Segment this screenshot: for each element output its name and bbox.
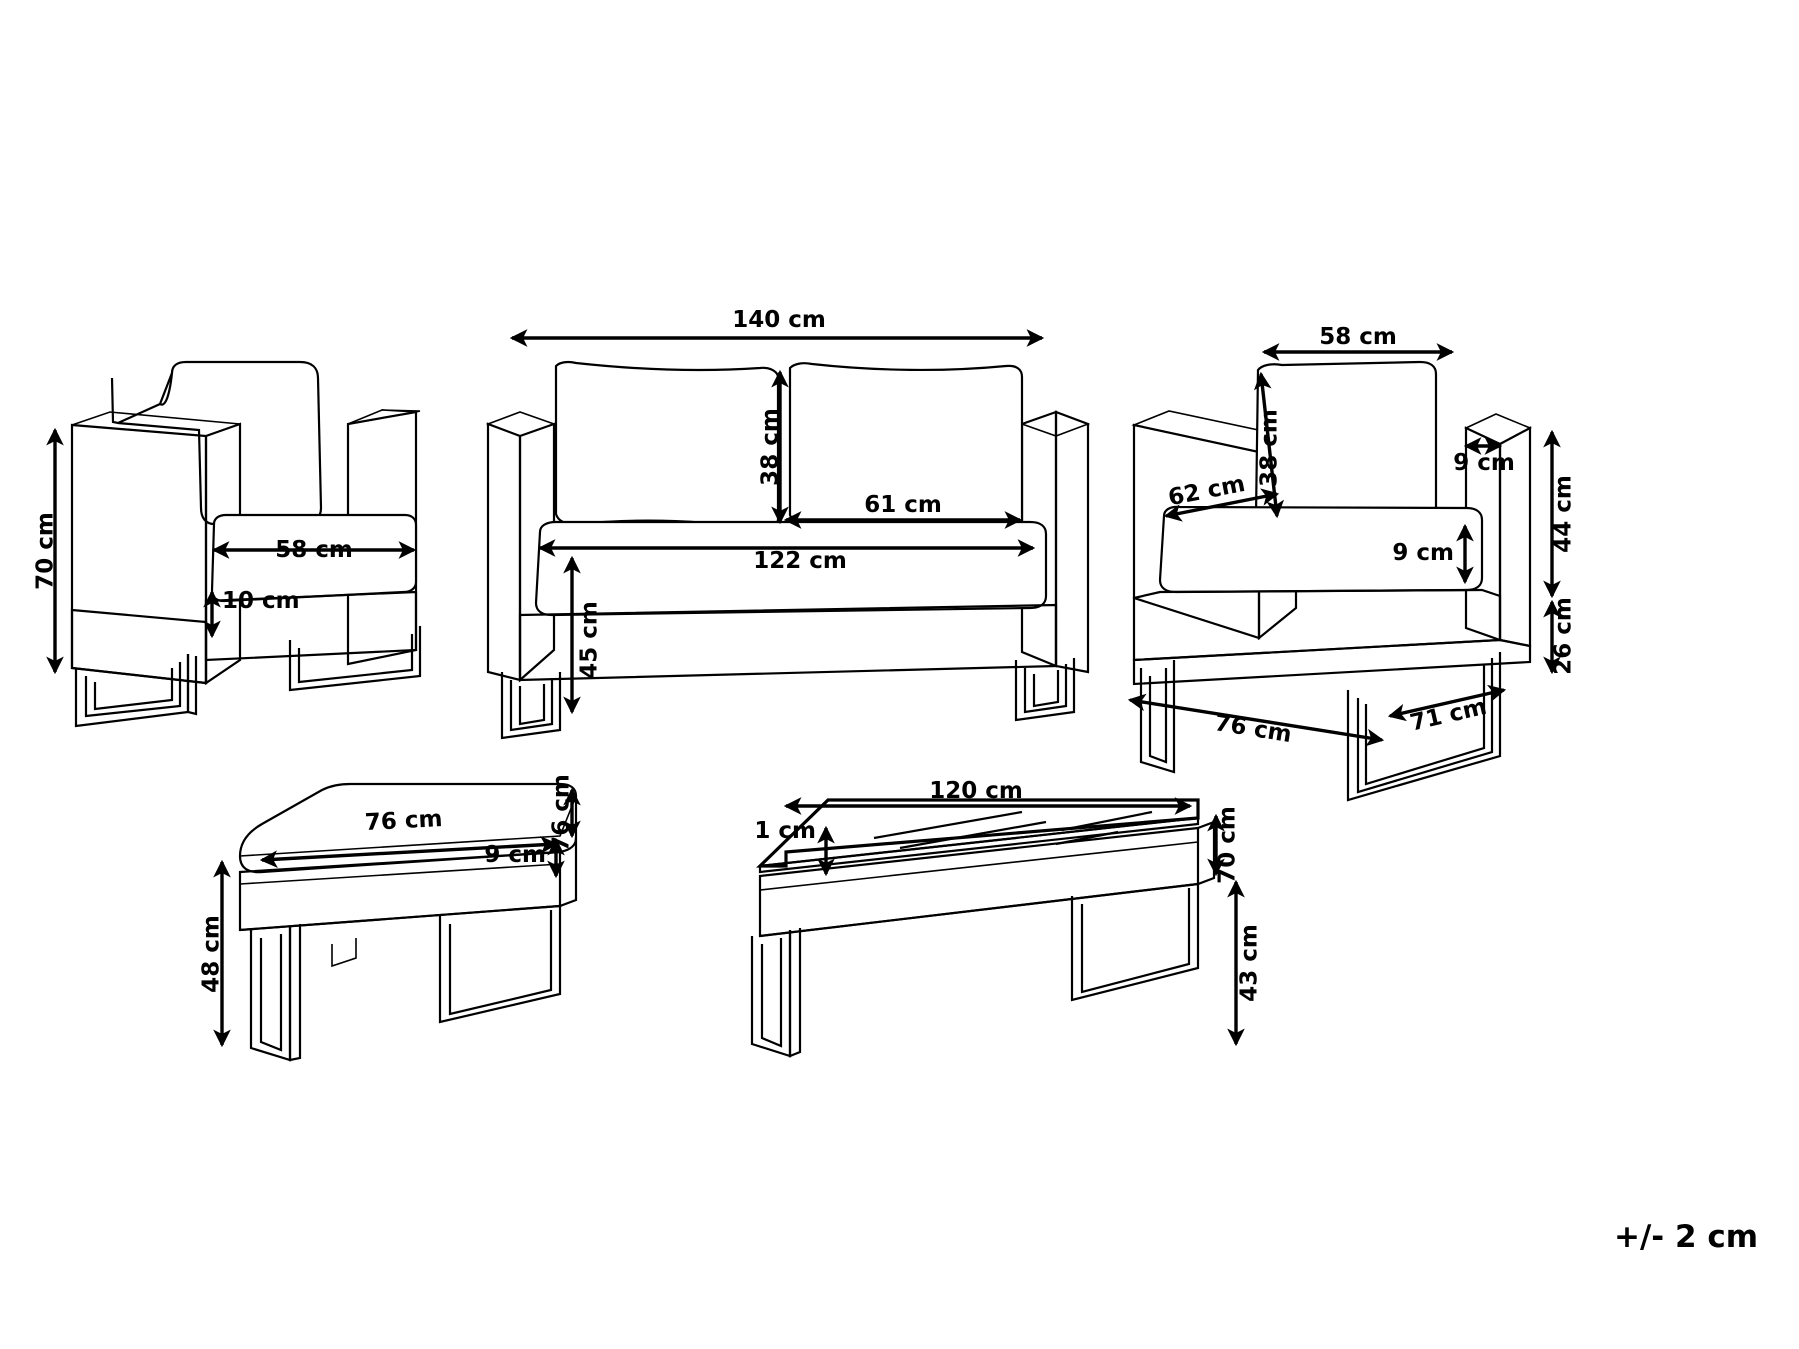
dim-sofa-seatwidth-122cm: 122 cm	[753, 548, 847, 574]
dim-ottoman-height-48cm: 48 cm	[199, 915, 225, 993]
tolerance-note: +/- 2 cm	[1614, 1219, 1758, 1255]
dim-chair2-depth-71cm: 71 cm	[1408, 694, 1489, 737]
dim-ottoman-cushion-9cm: 9 cm	[484, 842, 546, 868]
dim-sofa-seatheight-45cm: 45 cm	[577, 601, 603, 679]
dim-chair2-seatdepth-62cm: 62 cm	[1166, 471, 1247, 511]
sofa-dimensions: 140 cm 38 cm 61 cm 122 cm 45 cm	[509, 307, 1045, 715]
armchair-front-illustration	[70, 360, 422, 728]
coffee-table-dimensions: 120 cm 70 cm 1 cm 43 cm	[754, 778, 1263, 1047]
dim-chair2-width-76cm: 76 cm	[1213, 710, 1294, 748]
dim-chair2-armwidth-9cm: 9 cm	[1453, 450, 1515, 476]
armchair-front-dimensions: 70 cm 58 cm 10 cm	[33, 427, 417, 675]
dim-chair2-backheight-38cm: 38 cm	[1257, 409, 1283, 487]
dim-table-glass-1cm: 1 cm	[754, 818, 816, 844]
ottoman-dimensions: 76 cm 76 cm 9 cm 48 cm	[199, 774, 581, 1048]
dim-table-height-43cm: 43 cm	[1237, 924, 1263, 1002]
dim-chair1-seatwidth-58cm: 58 cm	[275, 537, 353, 563]
dim-chair2-bodyheight-44cm: 44 cm	[1551, 475, 1577, 553]
dim-sofa-width-140cm: 140 cm	[732, 307, 826, 333]
dim-table-width-120cm: 120 cm	[929, 778, 1023, 804]
dim-chair2-cushion-9cm: 9 cm	[1392, 540, 1454, 566]
dim-sofa-backwidth-61cm: 61 cm	[864, 492, 942, 518]
dim-ottoman-width-76cm: 76 cm	[364, 806, 443, 836]
dim-chair1-height-70cm: 70 cm	[33, 512, 59, 590]
armchair-perspective-illustration	[1131, 360, 1532, 802]
dim-chair2-legheight-26cm: 26 cm	[1551, 597, 1577, 675]
dim-chair2-backwidth-58cm: 58 cm	[1319, 324, 1397, 350]
coffee-table-illustration	[750, 798, 1216, 1058]
dim-chair1-cushion-10cm: 10 cm	[222, 588, 300, 614]
dim-ottoman-depth-76cm: 76 cm	[549, 774, 575, 852]
dim-sofa-backheight-38cm: 38 cm	[758, 408, 784, 486]
dim-table-depth-70cm: 70 cm	[1215, 806, 1241, 884]
